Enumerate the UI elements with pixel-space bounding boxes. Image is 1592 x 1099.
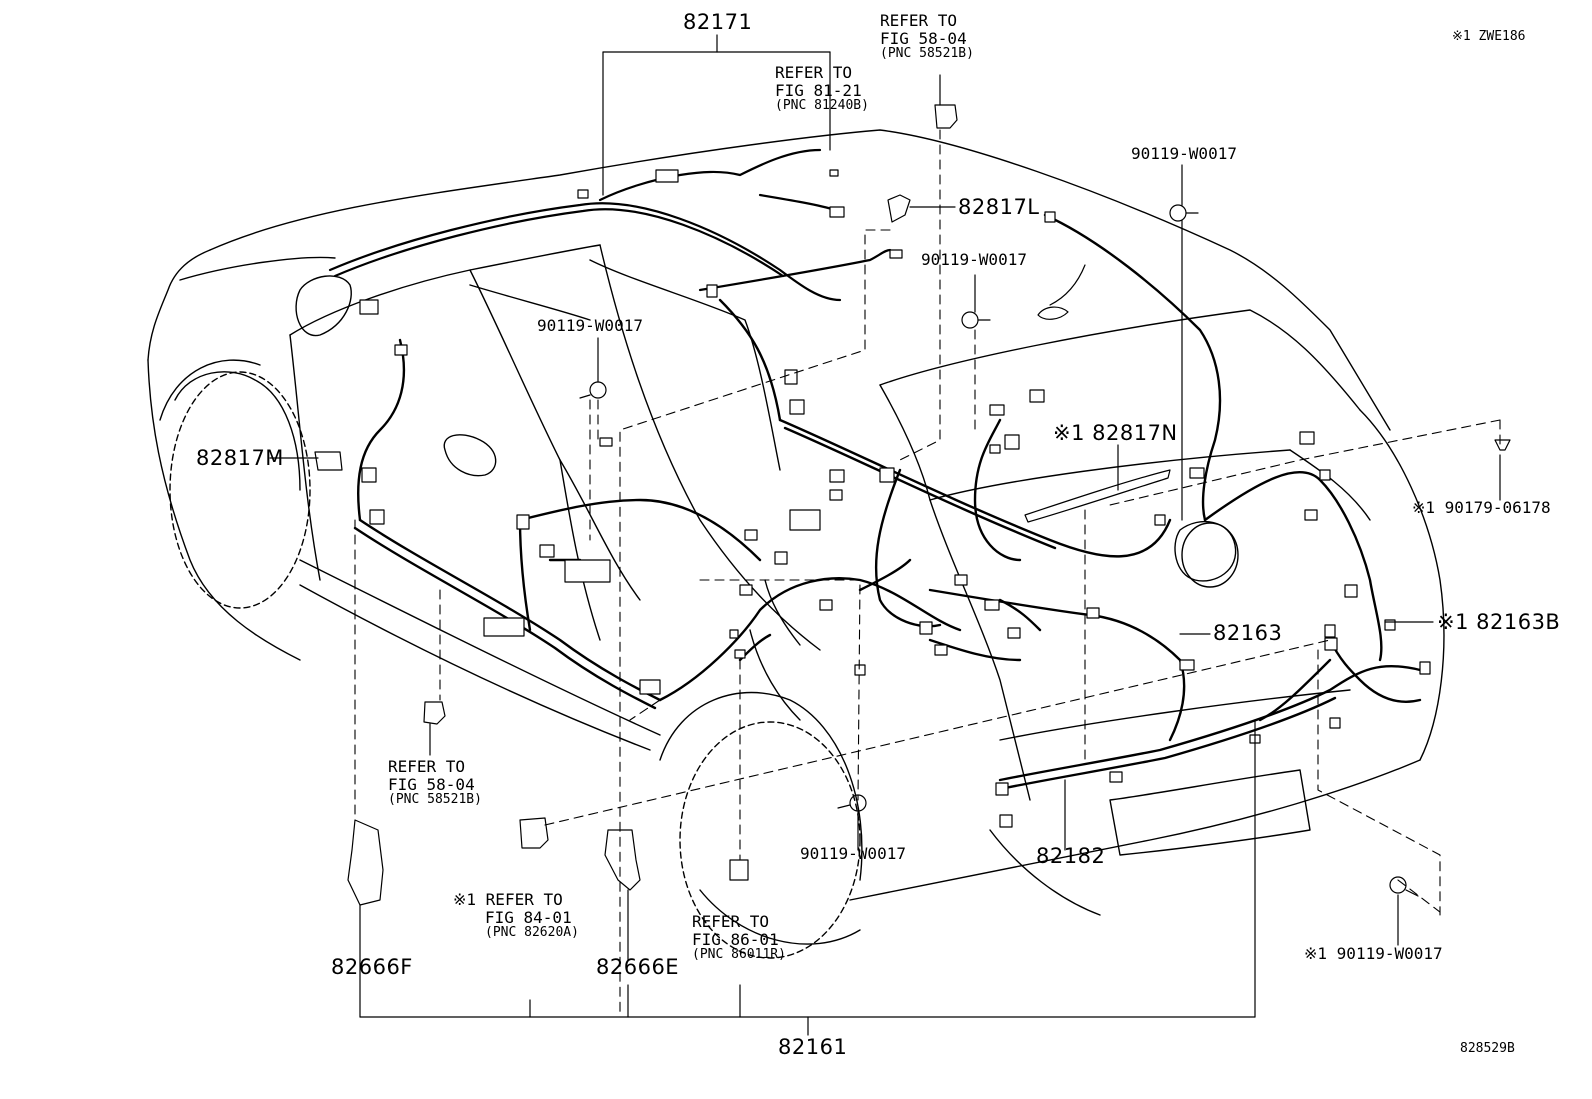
label-82817L: 82817L: [958, 195, 1040, 219]
label-82161: 82161: [778, 1035, 848, 1059]
small-parts: [314, 104, 1511, 906]
refer-line-1: REFER TO: [880, 11, 958, 30]
label-90119-front: 90119-W0017: [800, 844, 906, 863]
refer-fig-84-01: ※1 REFER TO FIG 84-01 (PNC 82620A): [453, 891, 579, 940]
label-82666F: 82666F: [331, 955, 413, 979]
note-top-right: ※1 ZWE186: [1452, 29, 1526, 44]
label-90119-center: 90119-W0017: [921, 250, 1027, 269]
figure-id: 828529B: [1460, 1041, 1515, 1056]
label-82817M: 82817M: [196, 446, 284, 470]
refer-line-2: FIG 58-04: [880, 28, 967, 48]
label-82163: 82163: [1213, 621, 1283, 645]
solid-leaders: [269, 34, 1501, 1036]
label-82163B: ※1 82163B: [1437, 610, 1561, 634]
connector-blocks: [359, 169, 1431, 828]
refer-fig-58-04-left: REFER TO FIG 58-04 (PNC 58521B): [388, 758, 482, 807]
refer-line-3: (PNC 86011R): [692, 947, 786, 963]
dashed-leaders: [354, 129, 1501, 1016]
refer-line-1: ※1 REFER TO: [453, 890, 563, 909]
wire-harness-roof: [328, 148, 892, 302]
label-90179-06178: ※1 90179-06178: [1412, 498, 1551, 517]
label-82182: 82182: [1036, 844, 1106, 868]
label-82817N: ※1 82817N: [1053, 421, 1178, 445]
refer-line-3: (PNC 58521B): [388, 792, 482, 808]
refer-line-1: REFER TO: [388, 757, 466, 776]
label-82171: 82171: [683, 10, 753, 34]
label-90119-left: 90119-W0017: [537, 316, 643, 335]
refer-line-1: REFER TO: [692, 912, 770, 931]
refer-line-2: FIG 58-04: [388, 774, 475, 794]
refer-fig-81-21: REFER TO FIG 81-21 (PNC 81240B): [775, 64, 869, 113]
refer-line-3: (PNC 58521B): [880, 46, 974, 62]
refer-fig-86-01: REFER TO FIG 86-01 (PNC 86011R): [692, 913, 786, 962]
refer-line-3: (PNC 82620A): [485, 925, 579, 941]
label-90119-rear: ※1 90119-W0017: [1304, 944, 1443, 963]
label-90119-right-top: 90119-W0017: [1131, 144, 1237, 163]
car-body-outline: [147, 129, 1445, 959]
refer-line-2: FIG 86-01: [692, 929, 779, 949]
refer-fig-58-04-top: REFER TO FIG 58-04 (PNC 58521B): [880, 12, 974, 61]
refer-line-2: FIG 81-21: [775, 80, 862, 100]
refer-line-3: (PNC 81240B): [775, 98, 869, 114]
label-82666E: 82666E: [596, 955, 680, 979]
wire-harness-floor: [353, 213, 1422, 790]
refer-line-1: REFER TO: [775, 63, 853, 82]
refer-line-2: FIG 84-01: [485, 907, 572, 927]
